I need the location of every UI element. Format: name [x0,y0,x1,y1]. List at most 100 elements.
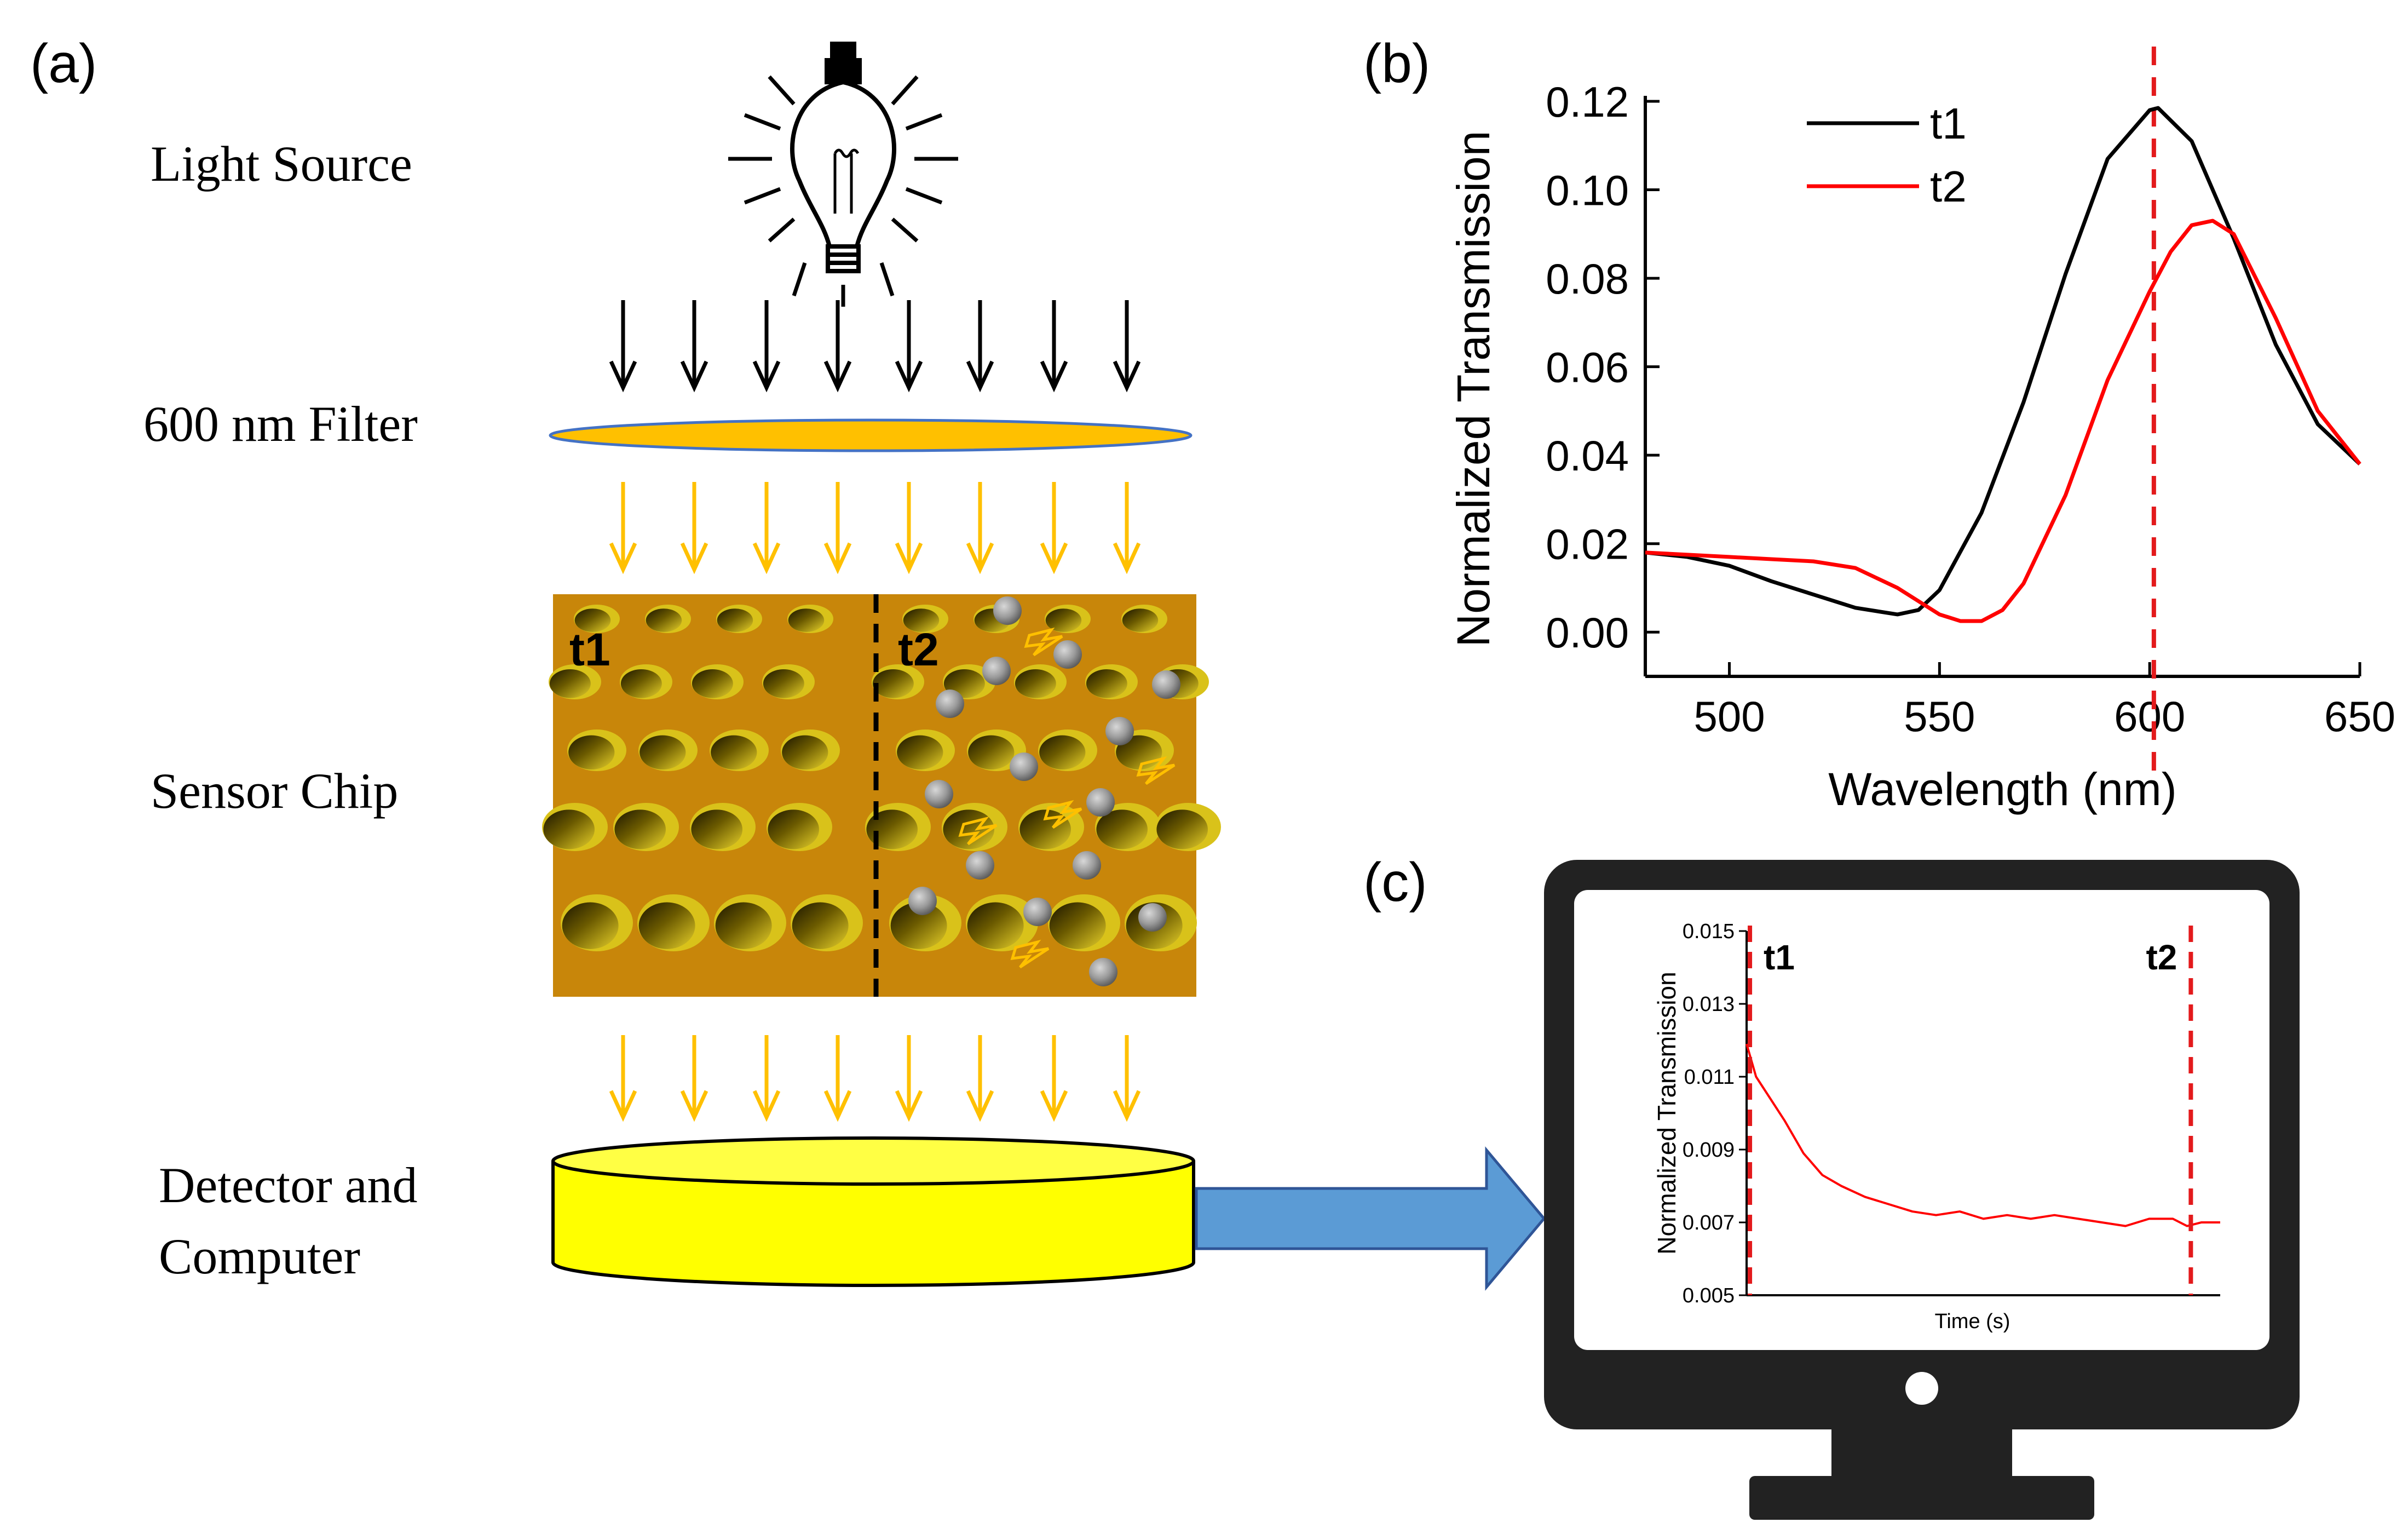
yellow-arrow-bottom-head-3 [823,1090,852,1122]
chart-b-xtick-label-2: 600 [2114,692,2185,740]
yellow-arrow-top-head-5 [966,542,994,575]
chart-b-ytick-label-0: 0.00 [1546,608,1629,657]
chart-c-x-label: Time (s) [1935,1310,2010,1333]
hole-1-7 [1086,669,1127,698]
hole-4-5 [967,902,1024,949]
light-bulb-icon [790,42,896,273]
black-arrow-head-3 [823,360,852,393]
particle-2 [982,657,1011,685]
chart-b-series-t2 [1645,219,2361,623]
chart-c-series [1745,1043,2220,1227]
yellow-arrow-top-head-2 [752,542,781,575]
chart-c-y-label: Normalized Transmission [1652,972,1681,1254]
hole-1-0 [549,669,591,698]
chart-c-ytick-label-3: 0.011 [1684,1066,1735,1089]
hole-1-2 [692,669,733,698]
yellow-arrow-bottom-head-0 [609,1090,637,1122]
particle-10 [966,851,994,880]
chart-b-ytick-label-3: 0.06 [1546,343,1629,392]
hole-1-3 [763,669,804,698]
hole-1-6 [1015,669,1056,698]
light-rays [728,75,958,307]
hole-4-1 [638,902,695,949]
chart-b-ytick-label-6: 0.12 [1546,78,1629,126]
hole-4-0 [562,902,619,949]
chart-c-marker-label-t2: t2 [2146,938,2177,977]
chip-label-t1: t1 [569,624,610,675]
hole-2-3 [782,735,828,769]
hole-4-3 [792,902,849,949]
yellow-arrow-bottom-head-1 [680,1090,708,1122]
chip-label-t2: t2 [898,624,939,675]
panel-a-label: (a) [30,33,97,94]
binding-event-marks [958,627,1176,969]
chart-b-ytick-label-4: 0.08 [1546,255,1629,303]
hole-1-1 [620,669,662,698]
hole-0-6 [1045,608,1082,632]
black-arrow-head-0 [609,360,637,393]
particle-3 [1152,670,1180,699]
chart-b-ytick-label-5: 0.10 [1546,166,1629,215]
hole-0-3 [788,608,825,632]
chart-b-xtick-label-0: 500 [1693,692,1765,740]
chart-b-xtick-label-1: 550 [1904,692,1975,740]
hole-3-4 [866,809,918,849]
filter-label: 600 nm Filter [143,396,418,452]
sensor-chip-label: Sensor Chip [151,763,398,819]
detector-label-line2: Computer [159,1228,360,1284]
yellow-arrow-bottom-head-2 [752,1090,781,1122]
chart-b-xtick-label-3: 650 [2324,692,2395,740]
chart-c-ytick-label-1: 0.007 [1683,1211,1735,1234]
hole-3-2 [691,809,742,849]
hole-1-4 [872,669,914,698]
detector-cylinder [551,1136,1195,1287]
panel-b-label: (b) [1363,33,1430,94]
hole-3-1 [614,809,666,849]
chart-b-ytick-label-1: 0.02 [1546,520,1629,568]
yellow-arrow-top-head-4 [895,542,923,575]
yellow-arrow-top-head-7 [1113,542,1141,575]
hole-2-6 [1039,735,1086,769]
hole-0-0 [574,608,611,632]
bound-particles [908,596,1180,986]
hole-2-0 [568,735,615,769]
chart-c-ytick-label-0: 0.005 [1683,1284,1735,1307]
hole-2-1 [640,735,686,769]
chart-c-ytick-label-5: 0.015 [1683,920,1735,943]
light-source-label: Light Source [151,136,412,192]
binding-mark-1 [1136,756,1176,785]
chart-c-ytick-label-2: 0.009 [1683,1139,1735,1162]
filtered-light-arrows-top [609,482,1141,575]
yellow-arrow-bottom-head-4 [895,1090,923,1122]
hole-0-4 [903,608,940,632]
binding-mark-2 [958,816,998,846]
particle-0 [993,596,1022,625]
hole-0-1 [646,608,682,632]
hole-2-4 [897,735,943,769]
sensor-chip: t1 t2 [542,594,1221,997]
hole-3-0 [543,809,595,849]
hole-4-6 [1049,902,1106,949]
particle-12 [1023,898,1052,926]
chart-c-marker-label-t1: t1 [1764,938,1795,977]
chart-b-series-t1 [1645,106,2361,617]
particle-11 [908,887,937,915]
binding-mark-3 [1043,800,1082,829]
chart-b-x-label: Wavelength (nm) [1828,763,2176,815]
yellow-arrow-top-head-3 [823,542,852,575]
chart-b-legend-label-t2: t2 [1930,162,1967,211]
incident-light-arrows [609,300,1141,393]
hole-0-7 [1122,608,1159,632]
panel-c-label: (c) [1363,852,1427,913]
chart-b-legend-label-t1: t1 [1930,99,1967,148]
particle-5 [1105,717,1134,745]
chart-c-ytick-label-4: 0.013 [1683,993,1735,1016]
hole-4-2 [715,902,772,949]
black-arrow-head-1 [680,360,708,393]
particle-4 [936,690,964,718]
particle-7 [925,780,953,808]
